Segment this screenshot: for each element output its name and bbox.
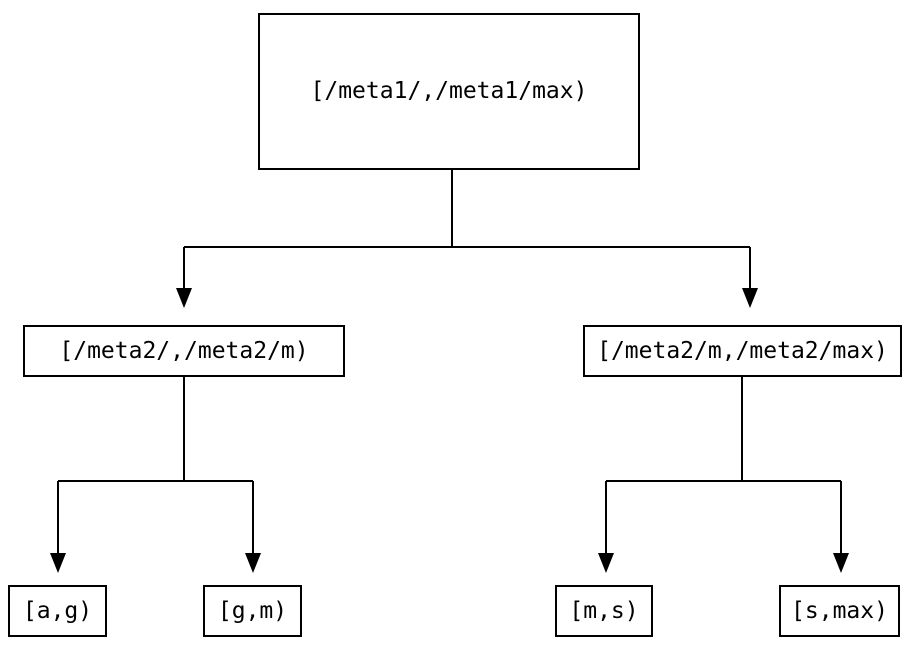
node-leaf-smax: [s,max): [779, 585, 900, 637]
node-leaf-smax-label: [s,max): [791, 597, 888, 624]
node-leaf-ms-label: [m,s): [569, 597, 639, 624]
node-left-child: [/meta2/,/meta2/m): [23, 325, 345, 377]
node-right-child-label: [/meta2/m,/meta2/max): [597, 337, 888, 364]
node-leaf-ag: [a,g): [8, 585, 107, 637]
node-left-child-label: [/meta2/,/meta2/m): [59, 337, 309, 364]
node-root-label: [/meta1/,/meta1/max): [310, 78, 588, 104]
node-leaf-gm: [g,m): [203, 585, 302, 637]
arrowhead-leaf-smax: [833, 553, 849, 573]
arrowhead-leaf-gm: [245, 553, 261, 573]
node-leaf-gm-label: [g,m): [217, 597, 288, 624]
arrowhead-leaf-ag: [50, 553, 66, 573]
node-leaf-ms: [m,s): [555, 585, 653, 637]
arrowhead-right-child: [742, 288, 758, 308]
node-leaf-ag-label: [a,g): [22, 597, 93, 624]
node-right-child: [/meta2/m,/meta2/max): [583, 325, 902, 377]
arrowhead-left-child: [176, 288, 192, 308]
node-root: [/meta1/,/meta1/max): [258, 13, 640, 170]
arrowhead-leaf-ms: [598, 553, 614, 573]
